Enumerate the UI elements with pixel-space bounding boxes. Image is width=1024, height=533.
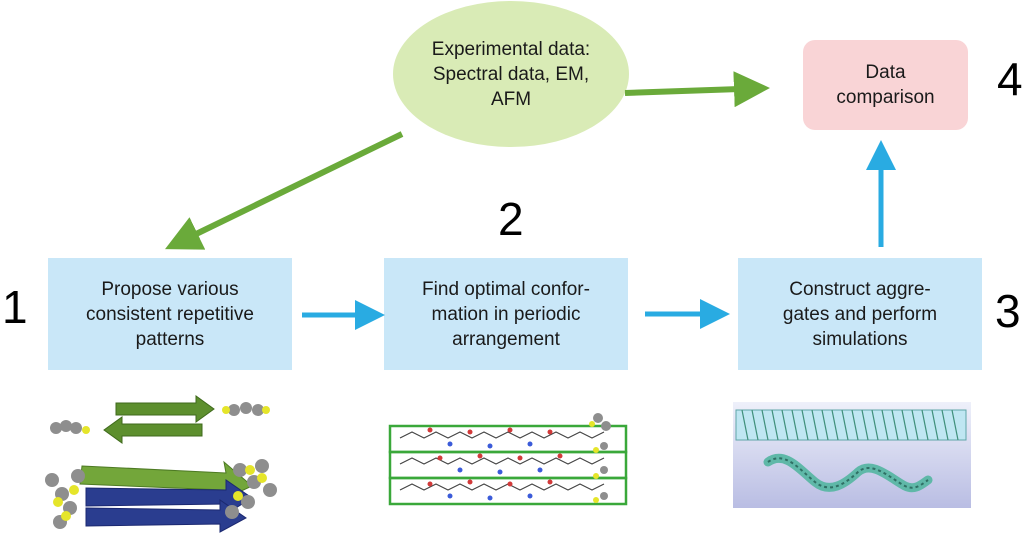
- arrow-experimental-to-propose: [165, 131, 404, 250]
- data-comparison-node: Data comparison: [803, 40, 968, 130]
- data-comparison-label: Data comparison: [836, 62, 935, 108]
- experimental-data-node: Experimental data: Spectral data, EM, AF…: [393, 1, 629, 147]
- arrow-experimental-to-comparison: [624, 71, 770, 108]
- construct-aggregates-label: Construct aggre- gates and perform simul…: [782, 278, 938, 350]
- experimental-data-label: Experimental data: Spectral data, EM, AF…: [431, 38, 591, 110]
- propose-patterns-node: Propose various consistent repetitive pa…: [48, 258, 292, 370]
- periodic-arrangement-illustration: [388, 413, 628, 506]
- construct-aggregates-node: Construct aggre- gates and perform simul…: [738, 258, 982, 370]
- find-conformation-label: Find optimal confor- mation in periodic …: [422, 278, 590, 350]
- step-number-2: 2: [498, 193, 524, 245]
- step-number-1: 1: [2, 281, 28, 333]
- step-number-4: 4: [997, 53, 1023, 105]
- simulation-illustration: [733, 402, 971, 508]
- propose-patterns-label: Propose various consistent repetitive pa…: [86, 278, 254, 350]
- pattern-illustration: [45, 395, 277, 533]
- step-number-3: 3: [995, 285, 1021, 337]
- find-conformation-node: Find optimal confor- mation in periodic …: [384, 258, 628, 370]
